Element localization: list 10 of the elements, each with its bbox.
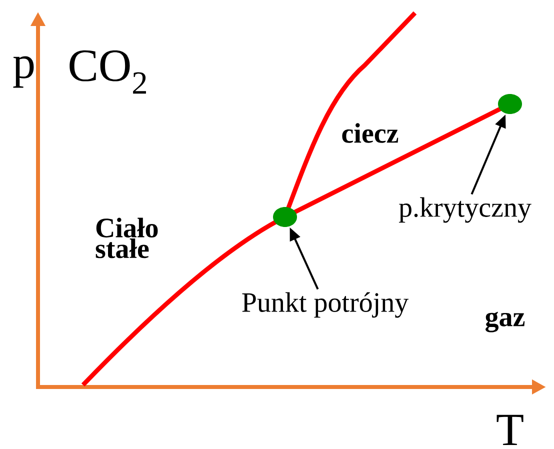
region-label: CO$_{2}$: [70, 50, 146, 94]
point-marker: [498, 94, 522, 114]
region-label: ciecz: [342, 123, 398, 143]
point-marker: [273, 207, 297, 227]
region-label: T: [496, 414, 524, 446]
point-label: p.krytyczny: [398, 197, 532, 223]
point-label: Punkt potrójny: [242, 292, 409, 318]
region-label: p: [13, 56, 34, 88]
region-label: Ciało stałe: [96, 218, 158, 258]
region-label: gaz: [486, 312, 525, 332]
